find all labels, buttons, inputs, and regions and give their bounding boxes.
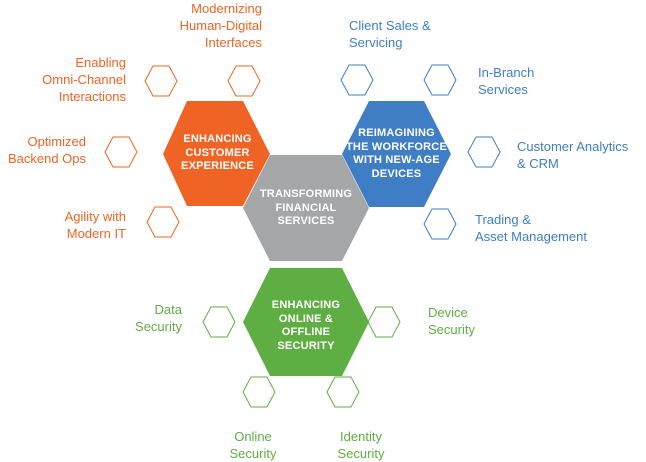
label-agility-modern-it: Agility with Modern IT	[64, 209, 126, 241]
workforce-hexagon	[342, 101, 451, 207]
security-hexagon	[243, 268, 369, 376]
center-title: TRANSFORMING FINANCIAL SERVICES	[259, 188, 353, 227]
outline-hexagon	[227, 65, 261, 97]
workforce-title: REIMAGINING THE WORKFORCE WITH NEW-AGE D…	[346, 127, 447, 180]
outline-hexagon	[202, 306, 236, 338]
customer-experience-hexagon	[163, 101, 270, 206]
customer-experience-title: ENHANCING CUSTOMER EXPERIENCE	[181, 133, 254, 172]
label-client-sales: Client Sales & Servicing	[349, 18, 431, 50]
label-data-security: Data Security	[135, 302, 182, 334]
label-online-security: Online Security	[229, 429, 277, 461]
center-hexagon	[243, 155, 369, 261]
label-in-branch: In-Branch Services	[478, 65, 535, 97]
outline-hexagon	[104, 136, 138, 168]
label-modernizing-interfaces: Modernizing Human-Digital Interfaces	[179, 1, 262, 50]
label-omni-channel: Enabling Omni-Channel Interactions	[42, 55, 126, 104]
outline-hexagon	[146, 206, 180, 238]
label-trading-asset: Trading & Asset Management	[475, 212, 588, 244]
outline-hexagon	[423, 64, 457, 96]
outline-hexagon	[423, 208, 457, 240]
label-customer-analytics: Customer Analytics & CRM	[517, 139, 629, 171]
outline-hexagon	[242, 376, 276, 408]
workforce-outline-hexagons	[340, 64, 501, 240]
security-title: ENHANCING ONLINE & OFFLINE SECURITY	[271, 299, 341, 352]
security-outline-hexagons	[202, 306, 401, 408]
label-backend-ops: Optimized Backend Ops	[7, 134, 86, 166]
label-identity-security: Identity Security	[337, 429, 385, 461]
label-device-security: Device Security	[428, 305, 475, 337]
customer-outline-hexagons	[104, 65, 261, 238]
outline-hexagon	[144, 65, 178, 97]
outline-hexagon	[340, 64, 374, 96]
outline-hexagon	[367, 306, 401, 338]
outline-hexagon	[467, 136, 501, 168]
outline-hexagon	[326, 376, 360, 408]
